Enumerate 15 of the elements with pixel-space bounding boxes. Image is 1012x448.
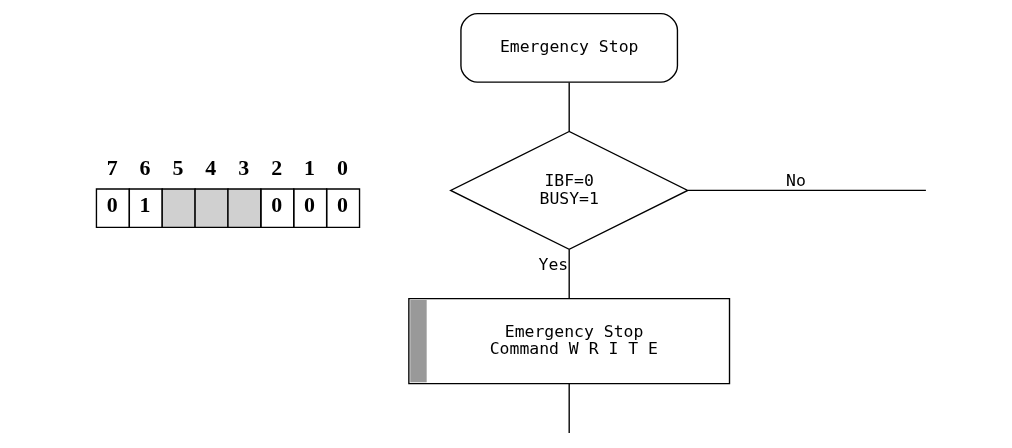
label: 1 xyxy=(303,155,315,181)
label: 6 xyxy=(139,155,151,181)
label: 2 xyxy=(270,155,282,181)
label: 0 xyxy=(336,155,348,181)
label: 1 xyxy=(139,192,151,218)
label: 5 xyxy=(171,155,183,181)
label: 0 xyxy=(106,192,118,218)
edge-label: No xyxy=(785,170,806,190)
label: 4 xyxy=(204,155,216,181)
label: 0 xyxy=(303,192,315,218)
label: 0 xyxy=(270,192,282,218)
label: 3 xyxy=(237,155,249,181)
edge-label: Yes xyxy=(538,254,568,274)
label: 0 xyxy=(336,192,348,218)
label: 7 xyxy=(106,155,118,181)
